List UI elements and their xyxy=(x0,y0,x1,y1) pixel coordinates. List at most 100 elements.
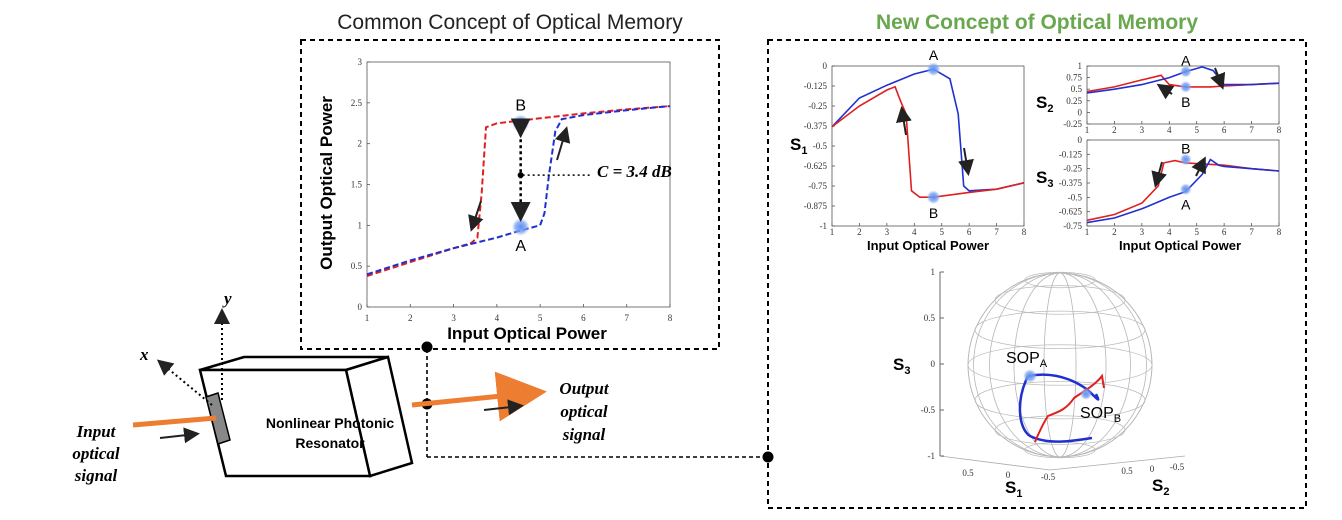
s1-ytick: -0.5 xyxy=(813,141,828,151)
common-ylabel: Output Optical Power xyxy=(317,96,336,270)
common-series-blue xyxy=(366,105,671,276)
input-label-line1: Input xyxy=(76,422,117,441)
common-ytick: 1 xyxy=(358,220,363,230)
title-new: New Concept of Optical Memory xyxy=(876,11,1198,34)
s1-ytick: -0.125 xyxy=(804,81,828,91)
s3-xtick: 3 xyxy=(1140,227,1145,237)
s2-point-label-B: B xyxy=(1181,94,1190,110)
output-beam xyxy=(411,371,547,422)
output-label-line1: Output xyxy=(559,379,609,398)
common-xlabel: Input Optical Power xyxy=(447,324,607,343)
s1-point-label-B: B xyxy=(929,205,938,221)
s2-xtick: 2 xyxy=(1112,125,1117,135)
sphere-s2-label: S2 xyxy=(1152,476,1169,498)
capacity-annotation: C = 3.4 dB xyxy=(597,162,672,181)
sphere-s3-label: S3 xyxy=(893,355,910,377)
s1-point-A xyxy=(926,62,941,77)
s1-point-B xyxy=(926,190,941,205)
common-point-label-A: A xyxy=(515,238,526,255)
resonator-device xyxy=(198,355,414,478)
sphere-xtick-s2: 0 xyxy=(1150,464,1155,474)
sphere-trajectory-red xyxy=(1034,373,1105,443)
common-xtick: 2 xyxy=(408,313,413,323)
common-xtick: 3 xyxy=(451,313,456,323)
s1-xtick: 2 xyxy=(857,227,862,237)
sphere-ytick: 0 xyxy=(931,359,936,369)
sphere-xtick-s1: 0.5 xyxy=(962,468,974,478)
s3-ytick: -0.125 xyxy=(1059,149,1083,159)
s1-xtick: 7 xyxy=(994,227,999,237)
s1-xtick: 4 xyxy=(912,227,917,237)
title-common: Common Concept of Optical Memory xyxy=(337,11,683,34)
output-arrow xyxy=(483,399,524,416)
s3-xtick: 4 xyxy=(1167,227,1172,237)
input-label-line3: signal xyxy=(74,466,118,485)
s2-xtick: 4 xyxy=(1167,125,1172,135)
sop-b-point xyxy=(1080,388,1092,400)
s1-ytick: 0 xyxy=(823,61,828,71)
sphere-xtick-s2: -0.5 xyxy=(1170,462,1185,472)
s3-ytick: -0.625 xyxy=(1059,207,1083,217)
s2-ytick: 0 xyxy=(1078,107,1083,117)
common-ytick: 2.5 xyxy=(351,98,363,108)
s3-point-label-B: B xyxy=(1181,140,1190,156)
s1-ytick: -1 xyxy=(820,221,828,231)
sop-a-point xyxy=(1023,369,1037,383)
common-xtick: 8 xyxy=(668,313,673,323)
output-label-line2: optical xyxy=(560,402,607,421)
sop-b-label: SOPB xyxy=(1080,405,1121,425)
s1-ylabel: S1 xyxy=(790,135,807,157)
common-ytick: 0 xyxy=(358,302,363,312)
common-point-A xyxy=(511,217,530,236)
s3-ylabel: S3 xyxy=(1036,168,1053,190)
common-xtick: 4 xyxy=(495,313,500,323)
s2-point-B xyxy=(1179,80,1192,93)
common-ytick: 3 xyxy=(358,57,363,67)
s2-series-blue xyxy=(1086,66,1280,94)
s3-series-blue xyxy=(1086,158,1280,224)
s1-xtick: 8 xyxy=(1022,227,1027,237)
sop-a-label: SOPA xyxy=(1006,350,1048,370)
s3-xtick: 2 xyxy=(1112,227,1117,237)
common-xtick: 1 xyxy=(365,313,370,323)
s2-ytick: 0.75 xyxy=(1066,73,1082,83)
output-label-line3: signal xyxy=(562,425,606,444)
s3-xlabel: Input Optical Power xyxy=(1119,238,1241,253)
s1-series-blue xyxy=(831,68,1025,192)
s2-xtick: 5 xyxy=(1194,125,1199,135)
device-label-line2: Resonator xyxy=(295,435,365,451)
sphere-ytick: -0.5 xyxy=(921,405,936,415)
s2-ytick: 0.25 xyxy=(1066,96,1082,106)
common-xtick: 6 xyxy=(581,313,586,323)
s1-ytick: -0.875 xyxy=(804,201,828,211)
s3-xtick: 1 xyxy=(1085,227,1090,237)
sphere-xtick-s1: -0.5 xyxy=(1041,472,1056,482)
s3-xtick: 5 xyxy=(1194,227,1199,237)
s3-point-label-A: A xyxy=(1181,196,1191,212)
s2-point-label-A: A xyxy=(1181,53,1191,69)
common-xtick: 5 xyxy=(538,313,543,323)
common-ytick: 2 xyxy=(358,139,363,149)
s3-point-A xyxy=(1179,183,1192,196)
input-arrow xyxy=(159,427,200,444)
s2-ytick: 0.5 xyxy=(1071,84,1083,94)
s1-ytick: -0.75 xyxy=(808,181,827,191)
common-point-B xyxy=(511,114,530,133)
s2-ylabel: S2 xyxy=(1036,93,1053,115)
sphere-xtick-s2: 0.5 xyxy=(1121,466,1133,476)
s3-xtick: 7 xyxy=(1249,227,1254,237)
s1-ytick: -0.375 xyxy=(804,121,828,131)
s2-xtick: 7 xyxy=(1249,125,1254,135)
s2-ytick: -0.25 xyxy=(1063,119,1082,129)
axis-y-label: y xyxy=(222,289,232,308)
s3-xtick: 6 xyxy=(1222,227,1227,237)
s1-xtick: 5 xyxy=(939,227,944,237)
common-ytick: 0.5 xyxy=(351,261,363,271)
s3-xtick: 8 xyxy=(1277,227,1282,237)
sphere-s1-label: S1 xyxy=(1005,478,1022,500)
sphere-ytick: 1 xyxy=(931,267,936,277)
